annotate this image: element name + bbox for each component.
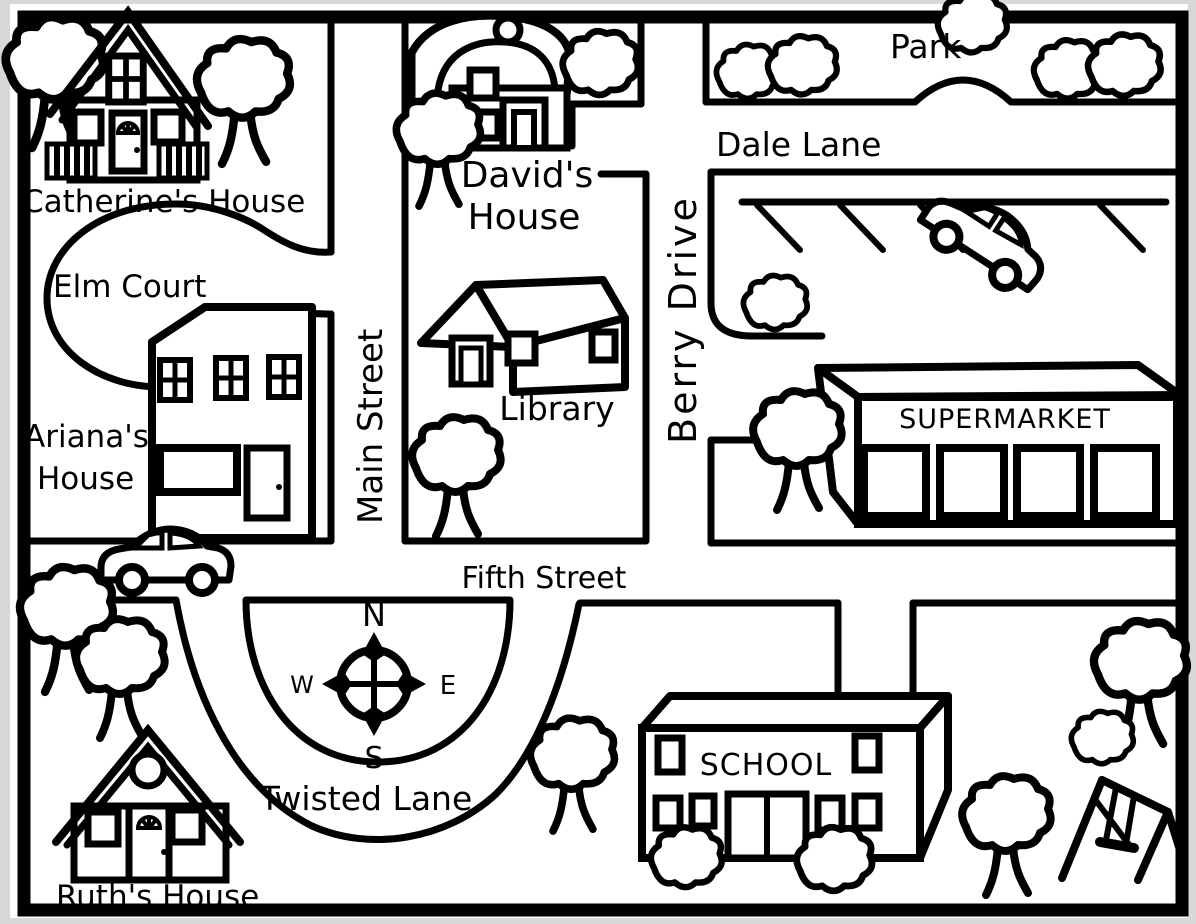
fence-icon bbox=[159, 144, 207, 178]
catherines-house bbox=[6, 5, 290, 184]
shop-window-icon bbox=[156, 444, 241, 496]
bush-icon bbox=[651, 827, 722, 887]
label-main-street: Main Street bbox=[351, 329, 391, 524]
door-icon bbox=[243, 444, 291, 522]
label-arianas-house-line1: Ariana's bbox=[24, 419, 149, 455]
bush-icon bbox=[1071, 711, 1133, 763]
compass-label-s: S bbox=[364, 741, 383, 776]
door-fan-window bbox=[135, 815, 163, 830]
school: SCHOOL bbox=[638, 692, 952, 891]
door-panel bbox=[458, 345, 484, 387]
compass-point-east bbox=[396, 672, 426, 696]
roof-outline bbox=[52, 723, 244, 846]
bush-icon bbox=[563, 31, 638, 95]
twisted-lane-outer-curve bbox=[172, 596, 583, 843]
label-fifth-street: Fifth Street bbox=[462, 561, 627, 596]
round-window-icon bbox=[492, 14, 524, 46]
window-icon bbox=[150, 108, 186, 146]
parking-stripe bbox=[837, 202, 886, 253]
window-icon bbox=[688, 792, 718, 830]
label-berry-drive: Berry Drive bbox=[661, 195, 705, 444]
label-library: Library bbox=[499, 389, 614, 428]
bush-icon bbox=[797, 827, 872, 891]
round-window-icon bbox=[128, 750, 168, 790]
window-icon bbox=[504, 330, 539, 367]
roof bbox=[814, 361, 1184, 401]
twisted-lane-island bbox=[242, 596, 514, 766]
window-icon bbox=[851, 732, 883, 774]
map-labels: Catherine's House Elm Court Ariana's Hou… bbox=[22, 27, 962, 915]
compass-point-west bbox=[322, 672, 352, 696]
window-icon bbox=[936, 444, 1008, 520]
ruths-house-block bbox=[20, 567, 244, 884]
roof-inner-line bbox=[58, 24, 201, 132]
compass-point-south bbox=[362, 706, 386, 736]
window-icon bbox=[654, 734, 686, 776]
window-icon bbox=[652, 794, 684, 832]
supermarket-sign: SUPERMARKET bbox=[899, 404, 1111, 435]
supermarket: SUPERMARKET bbox=[753, 361, 1184, 528]
window-icon bbox=[84, 808, 122, 848]
window-icon bbox=[216, 358, 246, 398]
map-border bbox=[17, 10, 1189, 917]
label-davids-house-line2: House bbox=[468, 197, 581, 238]
window-icon bbox=[160, 360, 190, 400]
fence-icon bbox=[47, 144, 95, 178]
window-icon bbox=[168, 806, 206, 846]
window-icon bbox=[851, 792, 883, 832]
attic-window-icon bbox=[109, 56, 144, 102]
label-twisted-lane: Twisted Lane bbox=[259, 779, 473, 818]
label-davids-house-line1: David's bbox=[461, 155, 594, 196]
door-fan-window bbox=[115, 121, 141, 135]
window-icon bbox=[1090, 444, 1160, 520]
door-knob bbox=[161, 849, 167, 855]
door-icon bbox=[125, 802, 173, 884]
school-sign: SCHOOL bbox=[700, 748, 833, 783]
door-panel bbox=[511, 109, 537, 151]
parking-block-west-edge bbox=[707, 168, 826, 340]
roof bbox=[638, 692, 952, 732]
parking-stripe bbox=[754, 202, 803, 253]
compass-rose: N S W E bbox=[290, 596, 456, 776]
compass-label-w: W bbox=[290, 671, 314, 699]
compass-point-north bbox=[362, 632, 386, 662]
parking-stripe bbox=[1097, 202, 1146, 253]
label-catherines-house: Catherine's House bbox=[22, 184, 305, 220]
label-ruths-house: Ruth's House bbox=[56, 879, 259, 915]
window-icon bbox=[466, 66, 500, 102]
compass-label-n: N bbox=[362, 596, 386, 634]
door-knob bbox=[276, 484, 282, 490]
label-dale-lane: Dale Lane bbox=[716, 125, 881, 164]
library bbox=[412, 276, 629, 536]
park-south-edge-with-hill bbox=[702, 76, 1184, 106]
arianas-house bbox=[148, 303, 316, 542]
arched-roof-outer bbox=[408, 11, 575, 96]
window-icon bbox=[860, 444, 930, 520]
bush-icon bbox=[768, 36, 837, 94]
window-icon bbox=[1013, 444, 1084, 520]
label-elm-court: Elm Court bbox=[53, 269, 206, 305]
davids-house bbox=[396, 11, 638, 206]
bush-icon bbox=[1088, 34, 1161, 95]
window-icon bbox=[70, 108, 105, 147]
compass-label-e: E bbox=[440, 671, 456, 701]
label-park: Park bbox=[890, 27, 962, 66]
label-arianas-house-line2: House bbox=[37, 461, 134, 497]
bush-icon bbox=[743, 276, 807, 330]
window-icon bbox=[269, 357, 299, 397]
door-knob bbox=[134, 147, 140, 153]
window-icon bbox=[588, 328, 619, 364]
school-yard bbox=[530, 621, 1187, 895]
swing-set-icon bbox=[1058, 776, 1184, 884]
roof-outline bbox=[46, 5, 212, 130]
